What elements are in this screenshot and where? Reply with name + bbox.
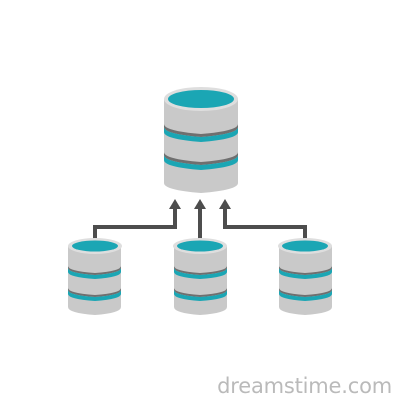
database-icon <box>68 238 122 315</box>
arrow-up-icon <box>219 199 231 209</box>
arrow-up-icon <box>169 199 181 209</box>
arrow-up-icon <box>194 199 206 209</box>
connector-right <box>223 225 307 245</box>
database-icon <box>173 238 227 315</box>
connector-left <box>93 225 177 245</box>
database-icon <box>278 238 332 315</box>
watermark: dreamstime.com <box>217 374 392 398</box>
database-icon <box>164 87 238 193</box>
connector-lines <box>93 203 307 245</box>
